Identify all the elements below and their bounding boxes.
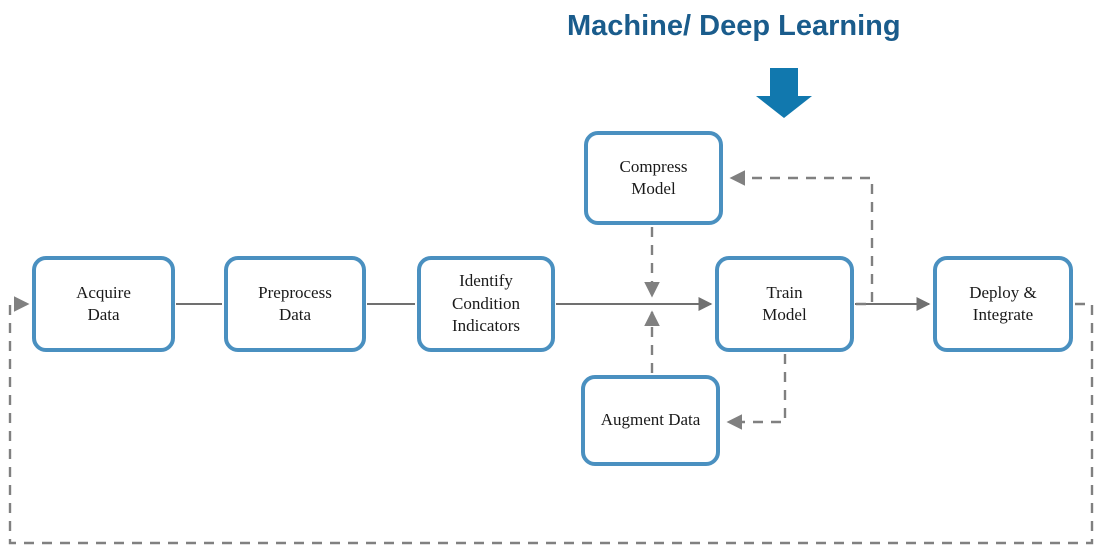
node-deploy-integrate[interactable]: Deploy &Integrate: [933, 256, 1073, 352]
node-augment-data-label: Augment Data: [600, 410, 701, 430]
node-augment-data[interactable]: Augment Data: [581, 375, 720, 466]
node-deploy-integrate-label: Deploy &Integrate: [969, 282, 1037, 324]
down-block-arrow-icon: [756, 68, 812, 118]
page-title: Machine/ Deep Learning: [567, 10, 901, 42]
dashed-connectors: [8, 170, 1094, 545]
